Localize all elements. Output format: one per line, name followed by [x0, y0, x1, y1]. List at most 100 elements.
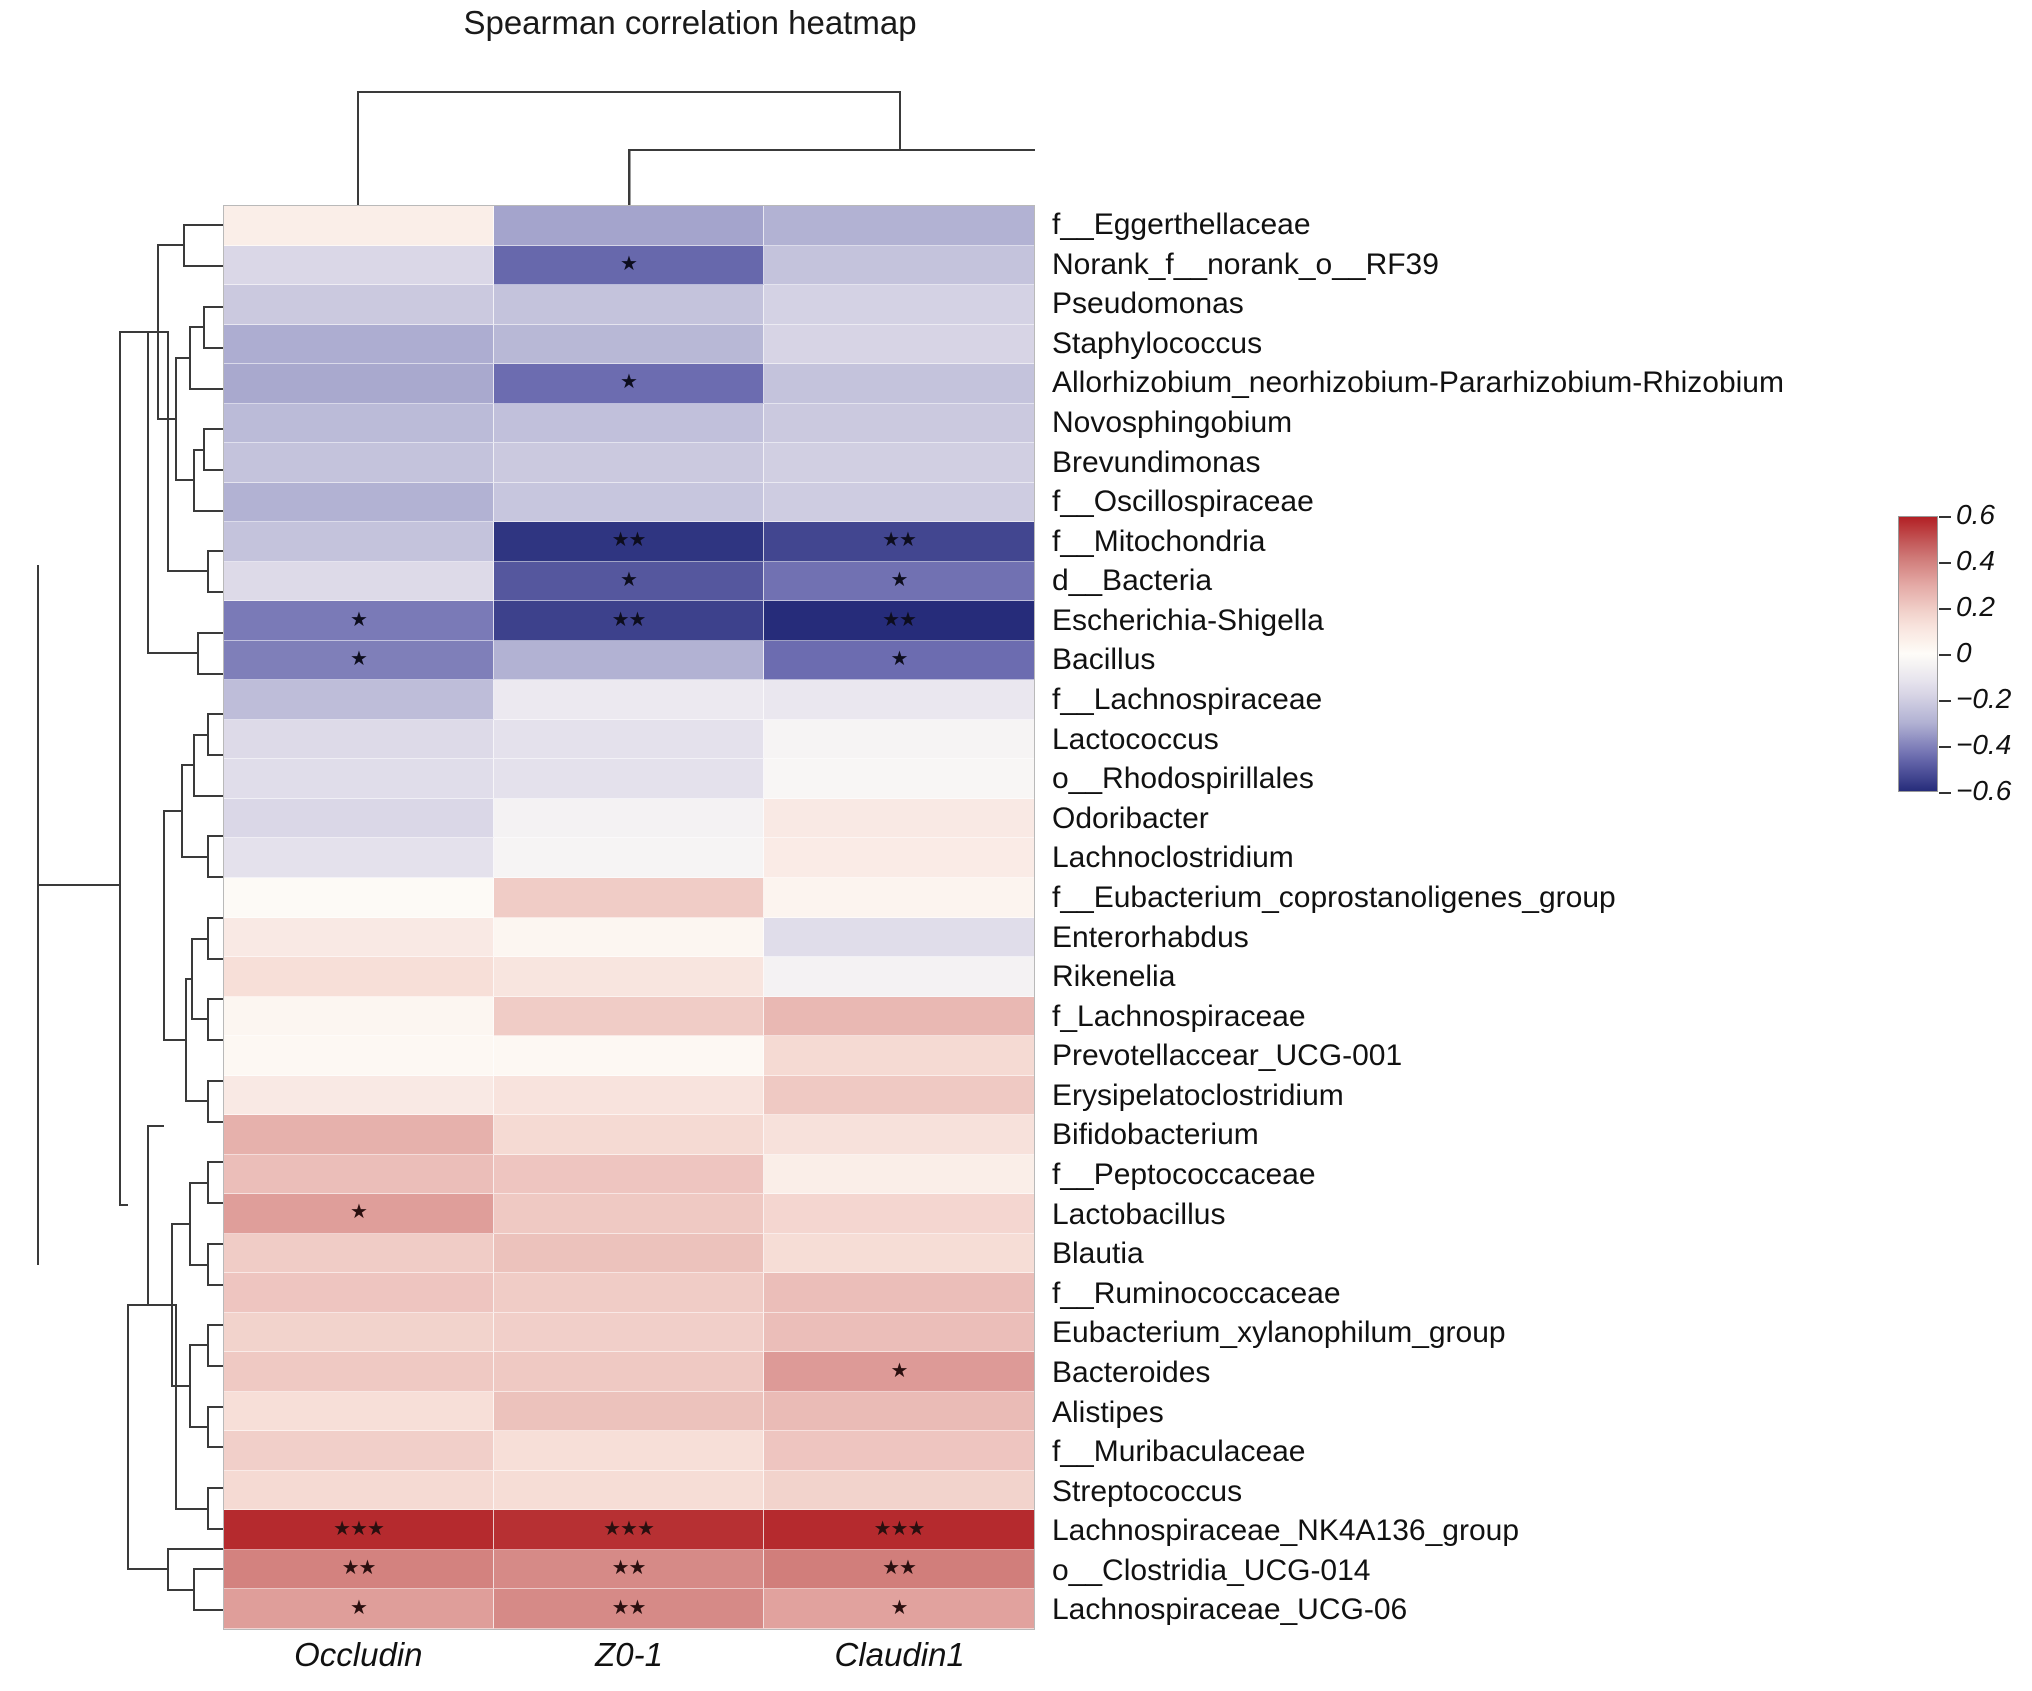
heatmap-cell: ★: [764, 1352, 1034, 1392]
row-label: f__Oscillospiraceae: [1052, 485, 1314, 519]
row-label: Prevotellaccear_UCG-001: [1052, 1039, 1403, 1073]
heatmap-cell: [764, 759, 1034, 799]
heatmap-cell: [494, 759, 764, 799]
row-label: f__Muribaculaceae: [1052, 1435, 1306, 1469]
row-label: Alistipes: [1052, 1395, 1164, 1429]
heatmap-cell: [494, 996, 764, 1037]
heatmap-cell: [764, 1470, 1034, 1511]
row-label: Odoribacter: [1052, 801, 1209, 835]
significance-marker: ★★: [611, 1557, 647, 1580]
row-label: Eubacterium_xylanophilum_group: [1052, 1316, 1506, 1350]
column-label: Claudin1: [834, 1636, 965, 1673]
heatmap-cell: [494, 1391, 764, 1432]
heatmap-cell: [764, 245, 1034, 286]
heatmap-cell: [224, 561, 494, 602]
heatmap-cell: ★★: [494, 601, 764, 641]
heatmap-cell: [224, 403, 494, 444]
significance-marker: ★: [890, 648, 909, 671]
heatmap-cell: [224, 482, 494, 523]
heatmap-cell: [494, 680, 764, 720]
significance-marker: ★★: [882, 1557, 917, 1580]
heatmap-cell: [764, 917, 1034, 958]
heatmap-cell: [494, 798, 764, 839]
heatmap-cell: [224, 364, 494, 404]
significance-marker: ★: [620, 252, 638, 275]
heatmap-cell: [764, 680, 1034, 720]
significance-marker: ★★★: [333, 1517, 385, 1540]
heatmap-cell: [494, 1075, 764, 1116]
row-label: Bacteroides: [1052, 1355, 1211, 1389]
colorbar-tick-label: −0.2: [1956, 683, 2012, 714]
significance-marker: ★★★: [873, 1517, 926, 1540]
colorbar-tick: [1939, 700, 1951, 702]
significance-marker: ★: [350, 608, 368, 631]
significance-marker: ★: [350, 1596, 368, 1619]
significance-marker: ★: [620, 371, 638, 394]
heatmap-cell: ★: [224, 601, 494, 641]
row-dendrogram: [36, 223, 223, 1612]
row-label: Lactobacillus: [1052, 1197, 1226, 1231]
heatmap-cell: [224, 1391, 494, 1432]
heatmap-cell: [494, 1115, 764, 1155]
heatmap-cell: [224, 1273, 494, 1313]
heatmap-cell: [764, 443, 1034, 483]
row-label: o__Rhodospirillales: [1052, 762, 1314, 796]
row-label: Norank_f__norank_o__RF39: [1052, 247, 1439, 281]
heatmap-cell: [764, 285, 1034, 325]
colorbar-tick-label: 0.2: [1956, 591, 1995, 622]
row-label: Lachnospiraceae_NK4A136_group: [1052, 1514, 1520, 1548]
row-label: Escherichia-Shigella: [1052, 603, 1324, 637]
heatmap-cell: ★: [224, 1589, 494, 1629]
heatmap-cell: [764, 403, 1034, 444]
heatmap-cell: [494, 403, 764, 444]
column-label: Occludin: [294, 1636, 423, 1673]
heatmap-cell: [764, 364, 1034, 404]
row-label: Lachnoclostridium: [1052, 841, 1294, 875]
heatmap-cell: [224, 1115, 494, 1155]
heatmap-cell: [224, 798, 494, 839]
significance-marker: ★★: [611, 1596, 647, 1619]
heatmap-cell: [224, 1352, 494, 1392]
heatmap-cell: [494, 917, 764, 958]
colorbar-tick: [1939, 516, 1951, 518]
heatmap-cell: [764, 1194, 1034, 1234]
heatmap-cell: [224, 285, 494, 325]
heatmap-cell: [764, 798, 1034, 839]
heatmap-cell: [764, 877, 1034, 918]
heatmap-grid: ★★★★★★★★★★★★★★★★★★★★★★★★★★★★★★★★★★★★: [223, 205, 1035, 1630]
heatmap-cell: [224, 917, 494, 958]
heatmap-cell: ★: [764, 561, 1034, 602]
colorbar-tick: [1939, 608, 1951, 610]
colorbar-gradient: [1898, 516, 1938, 792]
heatmap-cell: ★★: [764, 601, 1034, 641]
heatmap-cell: [224, 1036, 494, 1076]
row-label: f__Eggerthellaceae: [1052, 208, 1311, 241]
heatmap-cell: [494, 877, 764, 918]
row-label: f__Lachnospiraceae: [1052, 683, 1323, 716]
heatmap-cell: [224, 877, 494, 918]
heatmap-cell: [764, 1075, 1034, 1116]
heatmap-cell: ★★: [494, 1549, 764, 1590]
heatmap-cell: [764, 838, 1034, 878]
heatmap-cell: ★★★: [764, 1510, 1034, 1550]
row-label: Novosphingobium: [1052, 405, 1293, 439]
row-label: Bacillus: [1052, 643, 1156, 677]
heatmap-cell: [764, 1115, 1034, 1155]
heatmap-cell: ★★: [764, 522, 1034, 562]
significance-marker: ★: [350, 1201, 368, 1224]
significance-marker: ★: [620, 569, 638, 591]
heatmap-cell: [494, 206, 764, 246]
heatmap-cell: [224, 719, 494, 760]
colorbar-tick: [1939, 792, 1951, 794]
significance-marker: ★★: [341, 1557, 377, 1580]
row-label: f__Ruminococcaceae: [1052, 1276, 1341, 1310]
row-label: f__Peptococcaceae: [1052, 1158, 1316, 1191]
heatmap-cell: [494, 1352, 764, 1392]
column-dendrogram: [356, 90, 1035, 205]
row-label: f_Lachnospiraceae: [1052, 999, 1306, 1033]
column-label: Z0-1: [595, 1636, 663, 1673]
heatmap-cell: [494, 1273, 764, 1313]
heatmap-cell: [224, 522, 494, 562]
